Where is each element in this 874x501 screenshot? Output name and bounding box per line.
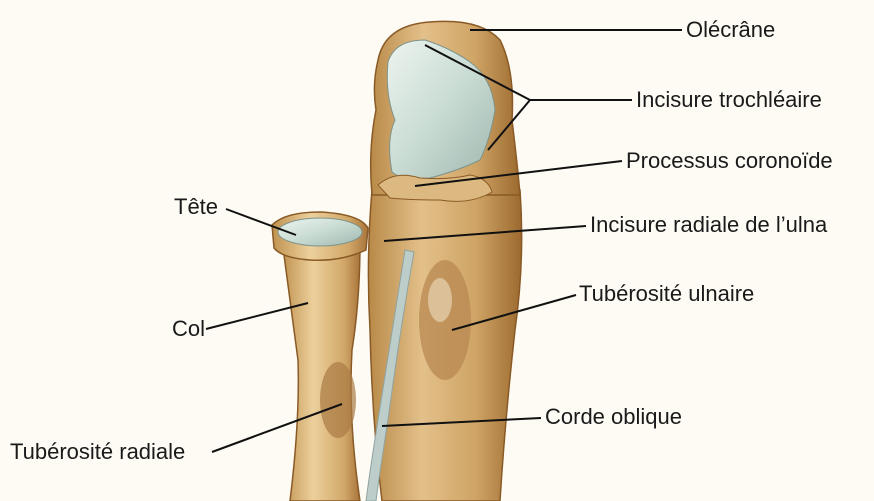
label-olecrane: Olécrâne [686, 19, 775, 41]
label-tuberosite-radiale: Tubérosité radiale [10, 441, 185, 463]
label-incisure-radiale: Incisure radiale de l’ulna [590, 214, 827, 236]
ulnar-tuberosity-highlight [428, 278, 452, 322]
ulnar-tuberosity [419, 260, 471, 380]
label-tete: Tête [174, 196, 218, 218]
label-incisure-trochleaire: Incisure trochléaire [636, 89, 822, 111]
label-corde-oblique: Corde oblique [545, 406, 682, 428]
label-processus-coronoide: Processus coronoïde [626, 150, 833, 172]
label-tuberosite-ulnaire: Tubérosité ulnaire [579, 283, 754, 305]
radial-tuberosity [320, 362, 356, 438]
label-col: Col [172, 318, 205, 340]
